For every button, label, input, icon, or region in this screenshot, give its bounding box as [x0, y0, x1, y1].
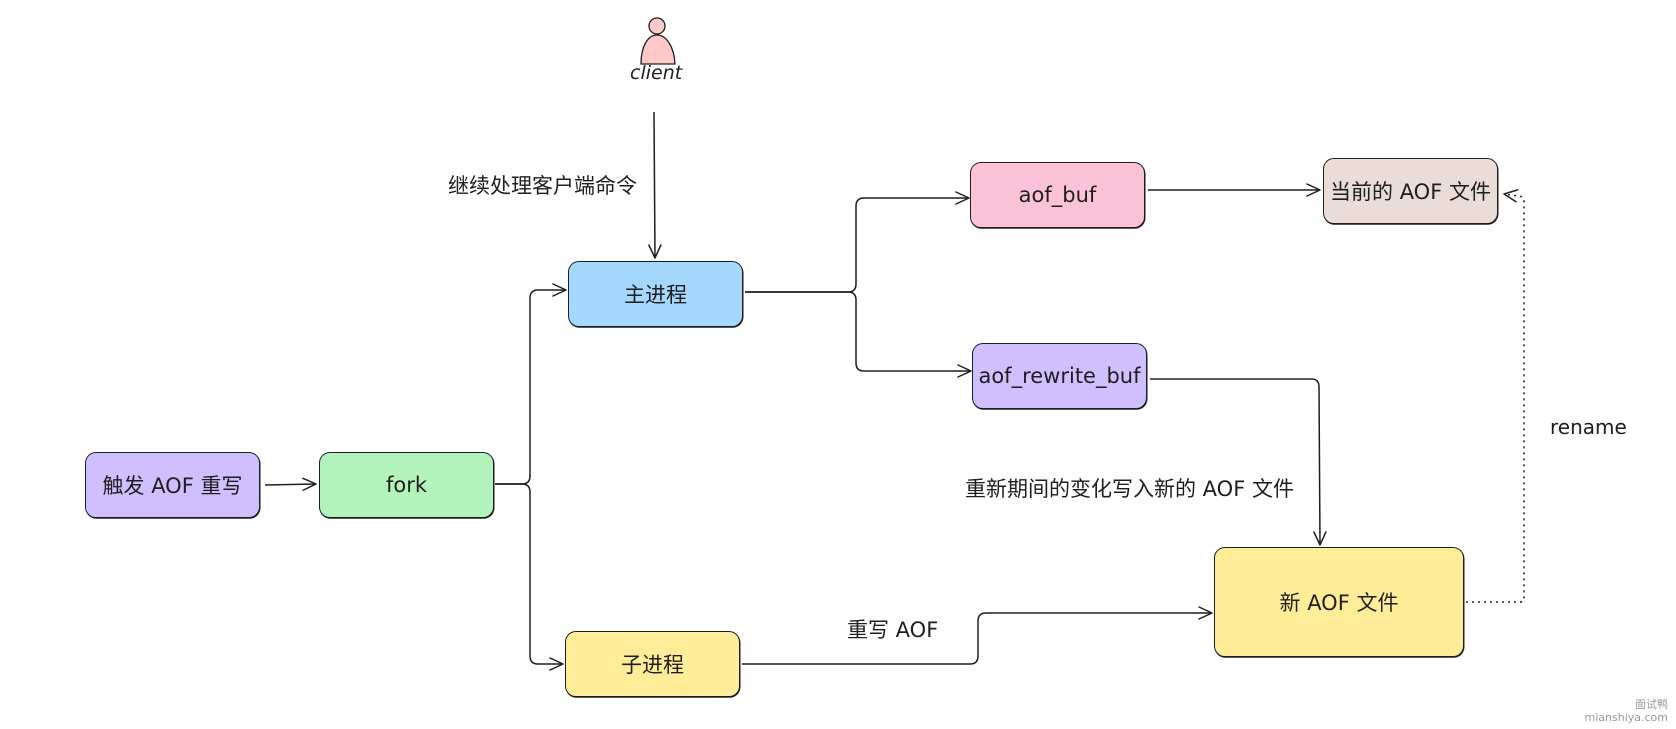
edge-rename	[1466, 189, 1525, 603]
edge-fork-to-child	[495, 483, 564, 671]
node-trigger-label: 触发 AOF 重写	[102, 474, 243, 498]
node-main-process[interactable]: 主进程	[568, 261, 743, 327]
edge-label-child-to-new: 重写 AOF	[847, 618, 939, 642]
node-current-aof-label: 当前的 AOF 文件	[1330, 180, 1491, 204]
person-icon	[640, 17, 676, 65]
node-child-process[interactable]: 子进程	[565, 631, 740, 697]
node-child-process-label: 子进程	[621, 653, 684, 677]
edge-fork-to-main	[495, 283, 567, 485]
node-main-process-label: 主进程	[624, 283, 687, 307]
watermark-url: mianshiya.com	[1584, 711, 1668, 724]
node-aof-rewrite-buf-label: aof_rewrite_buf	[978, 364, 1141, 388]
edge-trigger-to-fork	[264, 477, 317, 492]
node-new-aof[interactable]: 新 AOF 文件	[1214, 547, 1464, 657]
edge-label-rename: rename	[1550, 415, 1627, 439]
node-aof-buf-label: aof_buf	[1018, 183, 1097, 207]
edge-main-to-rewrite-buf	[745, 291, 972, 378]
node-trigger[interactable]: 触发 AOF 重写	[85, 452, 260, 518]
edge-main-to-aof-buf	[745, 191, 970, 293]
node-new-aof-label: 新 AOF 文件	[1279, 591, 1399, 615]
node-fork-label: fork	[385, 473, 428, 497]
edge-label-client-to-main: 继续处理客户端命令	[448, 174, 637, 198]
client-label: client	[630, 62, 683, 84]
edge-rewrite-buf-to-new	[1150, 378, 1327, 546]
watermark-title: 面试鸭	[1635, 698, 1668, 711]
node-fork[interactable]: fork	[319, 452, 494, 518]
edge-label-rewrite-buf-to-new: 重新期间的变化写入新的 AOF 文件	[965, 477, 1294, 501]
edge-client-to-main	[648, 111, 662, 259]
node-aof-rewrite-buf[interactable]: aof_rewrite_buf	[972, 343, 1147, 409]
node-current-aof[interactable]: 当前的 AOF 文件	[1323, 158, 1498, 224]
node-aof-buf[interactable]: aof_buf	[970, 162, 1145, 228]
edge-child-to-new	[742, 606, 1213, 665]
